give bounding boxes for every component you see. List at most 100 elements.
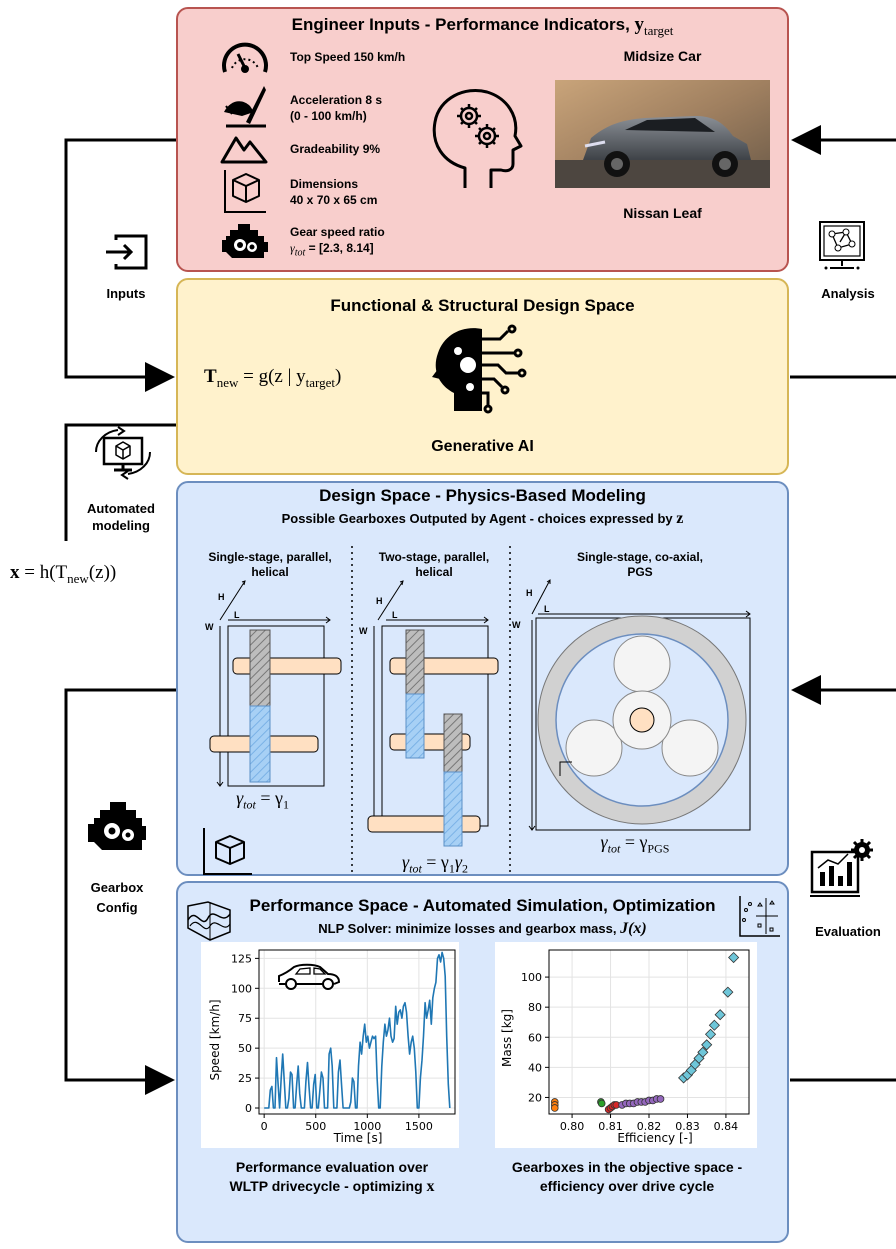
gearbox1-title: Single-stage, parallel,helical	[208, 550, 332, 579]
indicator-gradeability: Gradeability 9%	[290, 142, 381, 156]
co-xtick-label: 0.80	[560, 1120, 585, 1133]
gearbox2-axis-w: W	[359, 626, 368, 636]
scatter-point	[550, 1104, 559, 1112]
gearbox3-axis-w: W	[512, 620, 521, 630]
perf-panel-subtitle: NLP Solver: minimize losses and gearbox …	[318, 920, 647, 937]
physics-panel-subtitle: Possible Gearboxes Outputed by Agent - c…	[281, 510, 684, 527]
scatter-point	[722, 986, 734, 998]
gearbox3-drawing	[528, 579, 751, 831]
gearbox1-ratio: γtot = γ1	[236, 788, 289, 812]
perf-panel-title: Performance Space - Automated Simulation…	[249, 896, 716, 915]
co-ytick-label: 100	[521, 971, 542, 984]
arrow-inputs-to-design	[64, 138, 176, 392]
gearbox3-axis-l: L	[544, 604, 550, 614]
co-axes-frame	[548, 949, 750, 1115]
gearbox3-axis-h: H	[526, 588, 533, 598]
ai-head-icon	[432, 324, 527, 414]
scatter-point	[704, 1028, 717, 1040]
speed-chart: 0 500 1000 1500 0 25 50 75 100 125 Time [s] Speed…	[201, 942, 459, 1148]
co-ytick-label: 40	[528, 1061, 542, 1074]
side-label-evaluation: Evaluation	[815, 924, 881, 939]
side-label-analysis: Analysis	[821, 286, 875, 301]
mountain-icon	[220, 136, 268, 164]
gearbox1-drawing	[209, 580, 342, 787]
cs-ytick-label: 50	[238, 1042, 252, 1055]
car-class-label: Midsize Car	[623, 48, 702, 64]
line-design-to-physics	[64, 423, 176, 541]
scatter-point	[701, 1039, 713, 1051]
speed-series-line	[264, 951, 451, 1109]
co-ytick-label: 60	[528, 1031, 542, 1044]
indicator-gear-ratio: Gear speed ratio γtot = [2.3, 8.14]	[290, 225, 385, 259]
indicator-dimensions: Dimensions 40 x 70 x 65 cm	[290, 177, 378, 207]
indicator-acceleration: Acceleration 8 s (0 - 100 km/h)	[290, 93, 383, 123]
engine-icon	[222, 224, 268, 258]
co-ytick-label: 20	[528, 1091, 542, 1104]
objective-chart-ylabel: Mass [kg]	[500, 1009, 514, 1067]
physics-panel-title: Design Space - Physics-Based Modeling	[319, 486, 646, 505]
3d-axis-icon	[203, 828, 252, 875]
network-analysis-icon	[819, 221, 865, 270]
surface-plot-icon	[187, 901, 231, 941]
objective-chart: 0.80 0.81 0.82 0.83 0.84 20 40 60 80 100 Efficien…	[495, 942, 757, 1148]
gearbox2-drawing	[367, 580, 499, 847]
gearbox2-axis-l: L	[392, 610, 398, 620]
cs-axes-frame	[258, 949, 456, 1115]
side-x-formula: x = h(Tnew(z))	[10, 562, 117, 586]
cs-ytick-label: 125	[231, 952, 252, 965]
gearbox3-title: Single-stage, co-axial,PGS	[576, 550, 704, 579]
inputs-panel-title: Engineer Inputs - Performance Indicators…	[291, 14, 674, 38]
head-gears-icon	[432, 89, 523, 188]
cs-ytick-label: 75	[238, 1012, 252, 1025]
co-ytick-label: 80	[528, 1001, 542, 1014]
scatter-point	[597, 1099, 606, 1108]
co-xtick-label: 0.84	[714, 1120, 739, 1133]
gearbox2-title: Two-stage, parallel,helical	[378, 550, 490, 579]
scatter-plot-icon	[739, 896, 780, 937]
speed-chart-xlabel: Time [s]	[333, 1131, 383, 1145]
indicator-top-speed: Top Speed 150 km/h	[290, 50, 406, 64]
speed-chart-ylabel: Speed [km/h]	[208, 999, 222, 1080]
cs-xtick-label: 0	[261, 1120, 268, 1133]
car-outline-icon	[278, 963, 341, 990]
side-label-inputs: Inputs	[106, 286, 146, 301]
scatter-point	[656, 1095, 665, 1103]
cs-ytick-label: 25	[238, 1072, 252, 1085]
dimension-box-icon	[224, 170, 266, 213]
design-panel	[176, 278, 789, 475]
design-panel-title: Functional & Structural Design Space	[330, 296, 635, 315]
gearbox2-ratio: γtot = γ1γ2	[402, 852, 468, 876]
cs-ytick-label: 0	[245, 1102, 252, 1115]
cs-xtick-label: 500	[305, 1120, 326, 1133]
cs-ytick-label: 100	[231, 982, 252, 995]
co-xtick-label: 0.83	[675, 1120, 700, 1133]
caption-left: Performance evaluation over WLTP drivecy…	[229, 1159, 435, 1195]
gearbox3-ratio: γtot = γPGS	[600, 832, 670, 856]
cs-xtick-label: 1000	[353, 1120, 381, 1133]
car-photo	[555, 80, 770, 188]
co-xtick-label: 0.81	[598, 1120, 623, 1133]
co-xtick-label: 0.82	[637, 1120, 662, 1133]
cs-xtick-label: 1500	[405, 1120, 433, 1133]
arrow-physics-to-perf	[64, 688, 176, 1095]
gearbox1-axis-l: L	[234, 610, 240, 620]
generative-ai-label: Generative AI	[431, 438, 534, 455]
scatter-point	[728, 951, 740, 964]
scatter-point	[697, 1046, 709, 1058]
scatter-point	[714, 1009, 726, 1021]
design-formula: Tnew = g(z | ytarget)	[204, 366, 342, 390]
automated-modeling-icon	[94, 426, 152, 480]
scatter-point	[708, 1019, 720, 1031]
car-name-label: Nissan Leaf	[623, 205, 702, 221]
gearbox1-axis-w: W	[205, 622, 214, 632]
pedal-icon	[224, 86, 266, 128]
gearbox2-axis-h: H	[376, 596, 383, 606]
objective-chart-xlabel: Efficiency [-]	[617, 1131, 692, 1145]
speedometer-icon	[222, 42, 268, 73]
login-inputs-icon	[106, 234, 148, 270]
gearbox-engine-icon	[88, 802, 146, 850]
gearbox-separators	[351, 546, 511, 874]
